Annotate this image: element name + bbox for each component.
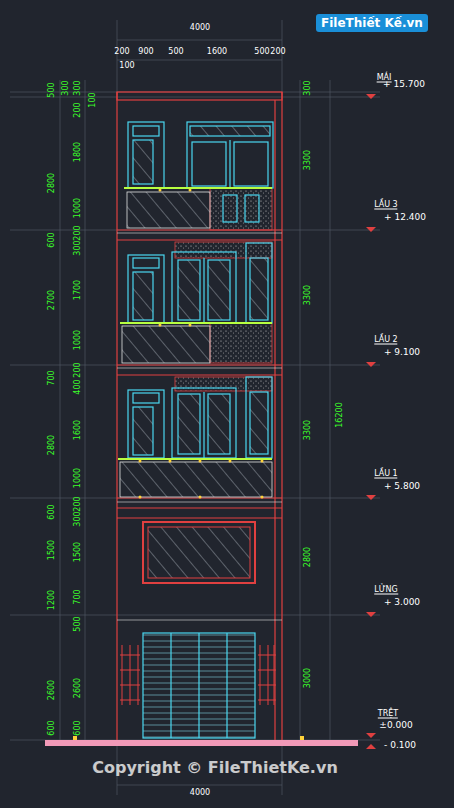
level-name: LỬNG [374, 586, 398, 595]
dimension: 3000 [304, 668, 312, 688]
dimension: 1500 [74, 542, 82, 562]
dimension: 2600 [48, 680, 56, 700]
dimension: 100 [119, 62, 134, 70]
dimension: 600 [48, 504, 56, 519]
dimension: 500 [254, 48, 269, 56]
logo: FileThiết Kế.vn [316, 14, 428, 32]
level-name: TRỆT [378, 710, 398, 719]
level-elevation: + 15.700 [383, 80, 425, 89]
watermark: Copyright © FileThietKe.vn [92, 760, 338, 776]
dimension: 300 [62, 80, 70, 95]
dimension: 600 [48, 720, 56, 735]
level-elevation: - 0.100 [384, 741, 416, 750]
level-elevation: + 5.800 [384, 482, 420, 491]
dimension: 300 [74, 240, 82, 255]
dimension: 1000 [74, 330, 82, 350]
dimension: 600 [74, 720, 82, 735]
dimension: 100 [89, 92, 97, 107]
dimension: 300 [304, 80, 312, 95]
dimension: 900 [138, 48, 153, 56]
dimension: 4000 [190, 24, 210, 32]
level-name: LẦU 1 [374, 470, 397, 479]
dimension: 1000 [74, 468, 82, 488]
dimension: 200 [114, 48, 129, 56]
dimension: 200 [74, 362, 82, 377]
level-elevation: + 12.400 [384, 213, 426, 222]
dimension: 200 [74, 225, 82, 240]
level-name: LẦU 3 [374, 201, 397, 210]
dimension: 700 [74, 589, 82, 604]
dimension: 3300 [304, 285, 312, 305]
dimension: 2800 [304, 547, 312, 567]
dimension: 1800 [74, 142, 82, 162]
dimension: 200 [74, 102, 82, 117]
level-elevation: + 3.000 [384, 598, 420, 607]
dimension: 400 [74, 379, 82, 394]
dimension: 200 [74, 496, 82, 511]
dimension: 1500 [48, 540, 56, 560]
dimension: 3300 [304, 420, 312, 440]
dimension: 1200 [48, 590, 56, 610]
dimension: 4000 [190, 789, 210, 797]
level-elevation: + 9.100 [384, 348, 420, 357]
dimension: 16200 [336, 402, 344, 427]
dimension: 1700 [74, 280, 82, 300]
dimension: 300 [74, 80, 82, 95]
dimension: 2800 [48, 173, 56, 193]
dimension: 2600 [74, 678, 82, 698]
dimension: 500 [74, 616, 82, 631]
dimension: 500 [168, 48, 183, 56]
dimension: 1600 [74, 420, 82, 440]
dimension: 2800 [48, 435, 56, 455]
dimension: 200 [270, 48, 285, 56]
dimension: 300 [74, 511, 82, 526]
dimension: 500 [48, 82, 56, 97]
dimension: 1000 [74, 198, 82, 218]
level-elevation: ±0.000 [379, 721, 412, 730]
dimension: 700 [48, 370, 56, 385]
dimension: 2700 [48, 290, 56, 310]
dimension: 1600 [207, 48, 227, 56]
level-name: LẦU 2 [374, 336, 397, 345]
dimension: 3300 [304, 150, 312, 170]
dimension: 600 [48, 232, 56, 247]
